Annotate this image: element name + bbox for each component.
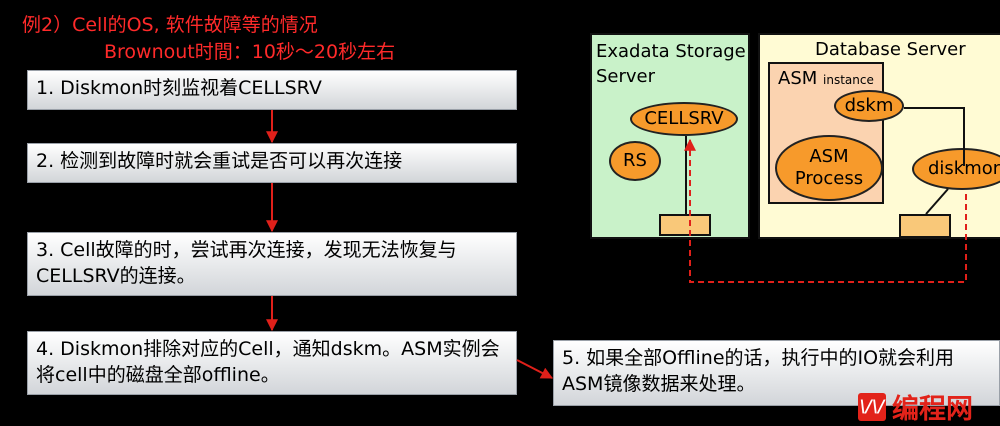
watermark-logo-text: 编程网 — [892, 394, 973, 425]
diskmon-process: diskmon — [912, 148, 1000, 190]
diskmon-to-port-line — [925, 188, 949, 215]
storage-server-title: Exadata Storage Server — [596, 41, 746, 87]
storage-port — [659, 214, 711, 236]
heading-case: 例2）Cell的OS, 软件故障等的情况 — [22, 14, 318, 36]
asm-instance-sub: instance — [823, 73, 874, 87]
step-1-box: 1. Diskmon时刻监视着CELLSRV — [27, 70, 517, 110]
exadata-storage-server-panel: Exadata Storage Server — [590, 33, 750, 239]
dskm-to-diskmon-line — [904, 107, 965, 166]
diskmon-to-cellsrv-dashed-path — [684, 138, 967, 283]
arrow-step4-to-step5 — [516, 359, 554, 379]
asm-label: ASM — [778, 68, 818, 89]
step-5-box: 5. 如果全部Offline的话，执行中的IO就会利用ASM镜像数据来处理。 — [553, 340, 1000, 406]
watermark-logo: \/\/ 编程网 — [858, 387, 973, 426]
database-server-title: Database Server — [815, 39, 966, 60]
asm-process: ASM Process — [775, 135, 883, 201]
step-2-box: 2. 检测到故障时就会重试是否可以再次连接 — [27, 143, 517, 183]
dskm-process: dskm — [834, 90, 904, 122]
heading-brownout: Brownout时間：10秒～20秒左右 — [104, 41, 396, 63]
database-port — [899, 214, 951, 238]
watermark-logo-icon: \/\/ — [858, 392, 886, 421]
cellsrv-process: CELLSRV — [630, 102, 738, 136]
rs-process: RS — [609, 141, 661, 181]
step-3-box: 3. Cell故障的时，尝试再次连接，发现无法恢复与CELLSRV的连接。 — [27, 232, 517, 296]
step-4-box: 4. Diskmon排除对应的Cell，通知dskm。ASM实例会将cell中的… — [27, 331, 517, 395]
asm-instance-label: ASM instance — [778, 68, 874, 89]
